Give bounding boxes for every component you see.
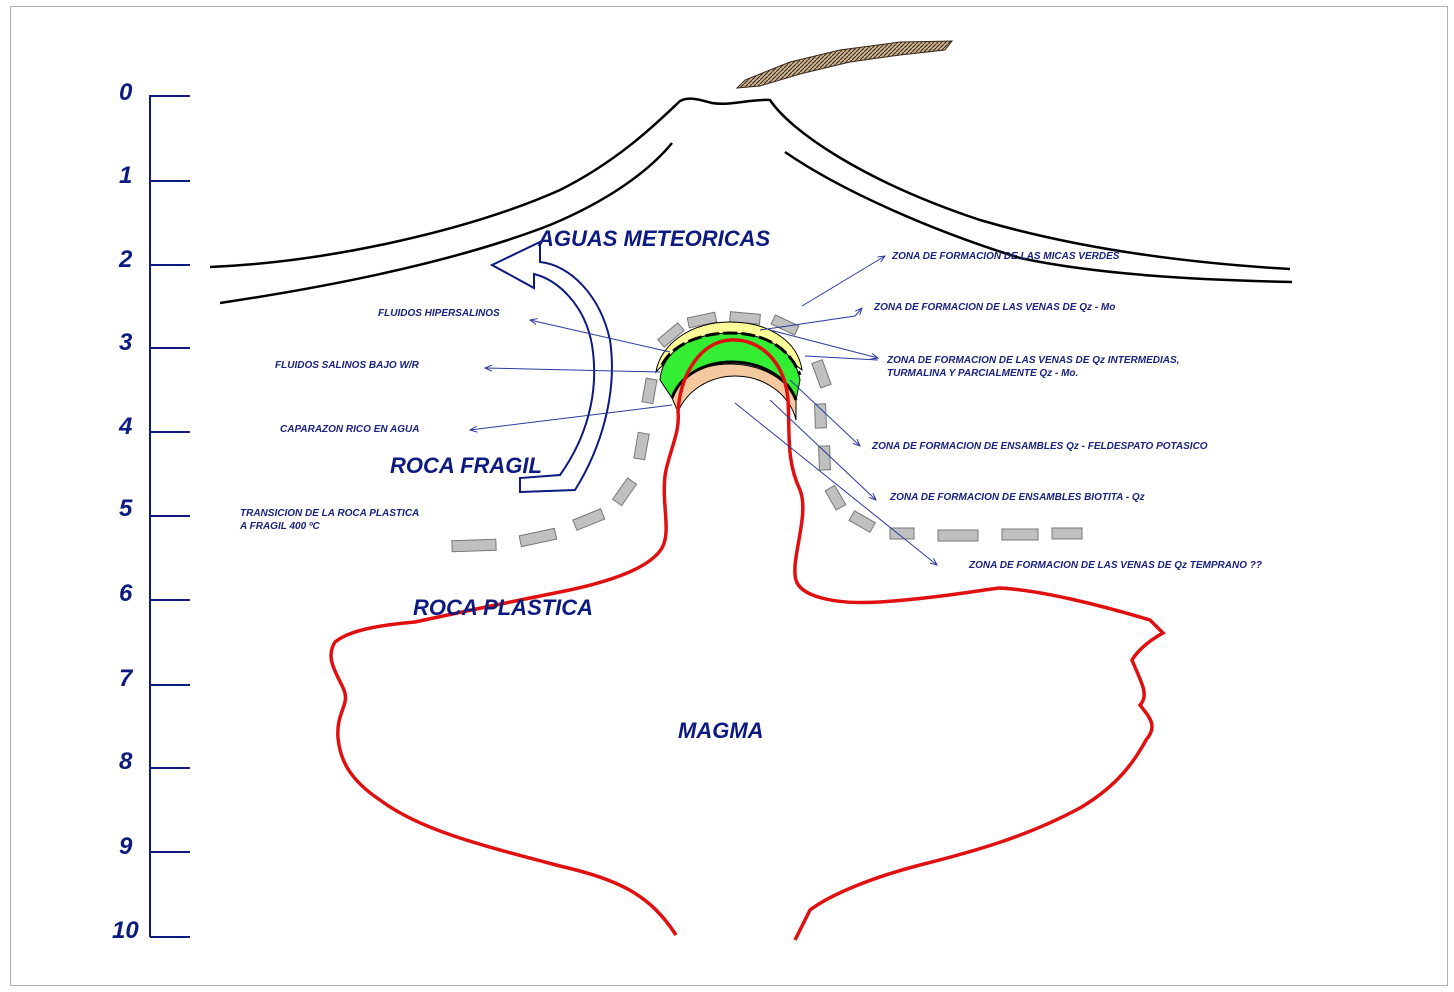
depth-label-3: 3 [119,329,133,356]
eruption-plume [737,41,952,88]
depth-label-8: 8 [119,748,133,775]
leader-temprano [735,403,937,565]
depth-label-5: 5 [119,495,133,522]
note-transicion-line2: A FRAGIL 400 ºC [239,521,321,532]
note-venas-qz-mo: ZONA DE FORMACION DE LAS VENAS DE Qz - M… [873,302,1115,313]
note-micas-verdes: ZONA DE FORMACION DE LAS MICAS VERDES [891,251,1120,262]
depth-label-0: 0 [119,79,133,106]
note-caparazon: CAPARAZON RICO EN AGUA [280,424,419,435]
depth-label-6: 6 [119,580,133,607]
depth-label-1: 1 [119,162,132,189]
leader-feldespato [790,380,860,446]
depth-scale: 0 1 2 3 4 5 6 7 8 9 10 [112,79,190,944]
note-venas-intermedias-line2: TURMALINA Y PARCIALMENTE Qz - Mo. [887,368,1078,379]
note-biotita: ZONA DE FORMACION DE ENSAMBLES BIOTITA -… [889,492,1145,503]
label-magma: MAGMA [678,718,764,743]
leader-caparazon [470,405,672,430]
note-feldespato: ZONA DE FORMACION DE ENSAMBLES Qz - FELD… [871,441,1208,452]
depth-label-4: 4 [118,413,132,440]
depth-label-2: 2 [118,246,133,273]
magma-outline [331,340,1163,940]
note-transicion-line1: TRANSICION DE LA ROCA PLASTICA [240,508,419,519]
leader-intermedias-2 [805,356,878,360]
label-roca-fragil: ROCA FRAGIL [390,453,542,478]
depth-label-9: 9 [119,833,133,860]
note-fluidos-hipersalinos: FLUIDOS HIPERSALINOS [378,308,500,319]
label-roca-plastica: ROCA PLASTICA [413,595,593,620]
note-fluidos-salinos: FLUIDOS SALINOS BAJO W/R [275,360,420,371]
leader-fluidos-salinos [485,368,660,372]
depth-label-10: 10 [112,917,139,944]
depth-label-7: 7 [119,665,134,692]
note-temprano: ZONA DE FORMACION DE LAS VENAS DE Qz TEM… [968,560,1262,571]
note-venas-intermedias-line1: ZONA DE FORMACION DE LAS VENAS DE Qz INT… [886,355,1179,366]
label-aguas-meteoricas: AGUAS METEORICAS [537,226,771,251]
volcano-inner-left [220,143,672,303]
leader-micas-verdes [802,256,885,306]
